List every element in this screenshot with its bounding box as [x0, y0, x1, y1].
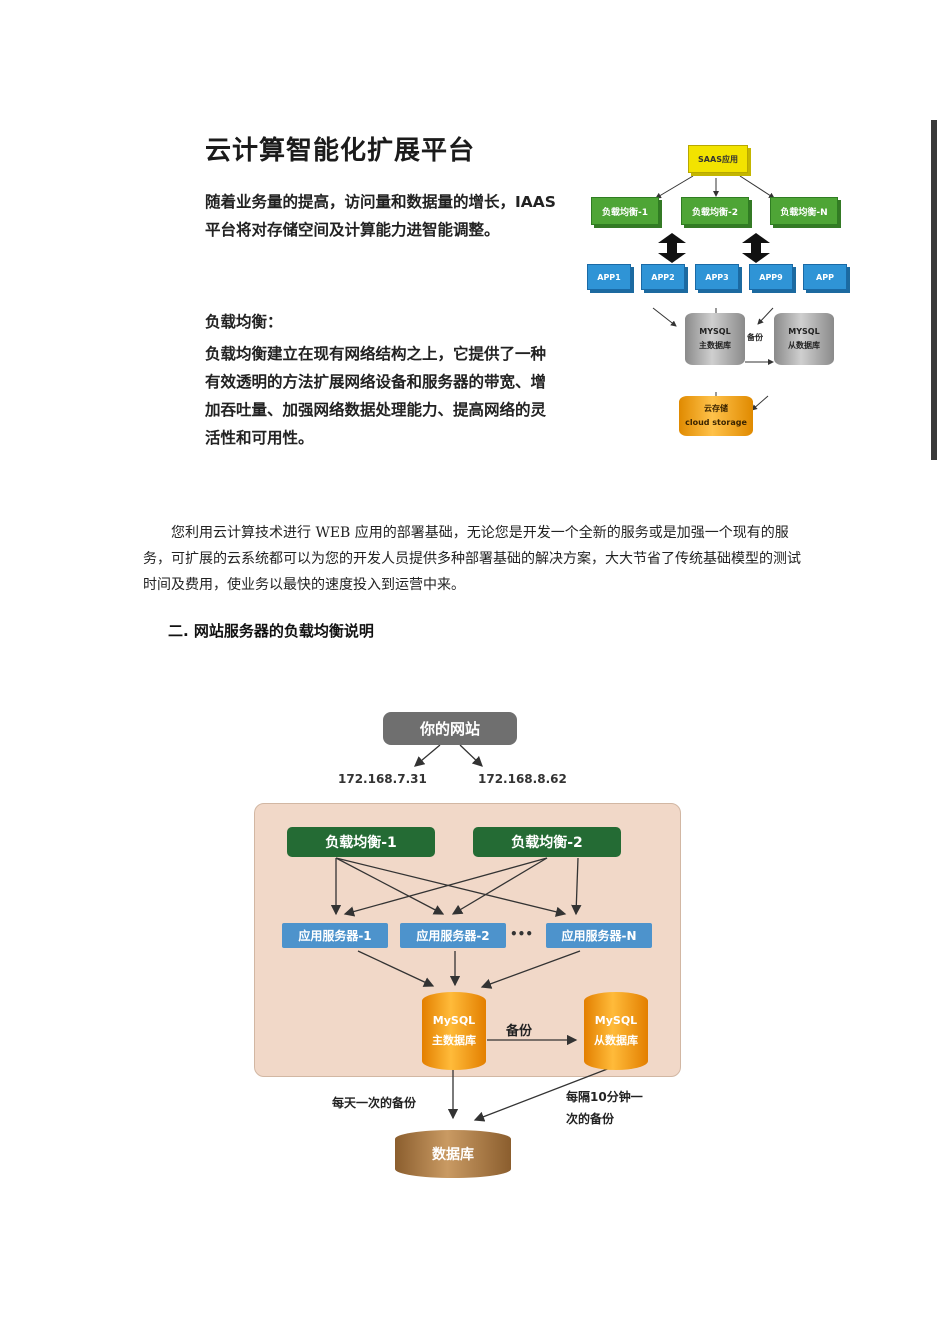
app-1-box: APP1 [587, 264, 631, 290]
mysql-master-role: 主数据库 [432, 1034, 476, 1047]
app-server-n: 应用服务器-N [546, 923, 652, 948]
app-3-box: APP3 [695, 264, 739, 290]
load-balance-description: 负载均衡建立在现有网络结构之上，它提供了一种有效透明的方法扩展网络设备和服务器的… [205, 345, 547, 447]
mysql-slave-name: MySQL [594, 1014, 638, 1027]
load-balance-figure: 你的网站 172.168.7.31 172.168.8.62 负载均衡-1 负载… [250, 708, 690, 1188]
ip-address-1: 172.168.7.31 [338, 772, 427, 786]
balancer-1-box: 负载均衡-1 [591, 197, 659, 225]
figure-title: 云计算智能化扩展平台 [205, 136, 476, 166]
backup-label: 备份 [747, 333, 763, 342]
load-balancer-2: 负载均衡-2 [473, 827, 621, 857]
interval-backup-label-line2: 次的备份 [566, 1112, 615, 1126]
database-cylinder: 数据库 [395, 1130, 511, 1178]
load-balance-heading: 负载均衡： [205, 313, 283, 331]
saas-app-box: SAAS应用 [688, 145, 748, 173]
app-server-1: 应用服务器-1 [282, 923, 388, 948]
daily-backup-label: 每天一次的备份 [332, 1096, 417, 1110]
figure-intro-text: 随着业务量的提高，访问量和数据量的增长，IAAS平台将对存储空间及计算能力进智能… [205, 193, 556, 239]
balancer-2-box: 负载均衡-2 [681, 197, 749, 225]
mysql-master-db: MySQL 主数据库 [422, 992, 486, 1070]
load-balance-arrows [330, 744, 611, 1122]
mysql-master-label: MYSQL [699, 327, 731, 336]
cloud-platform-figure: 云计算智能化扩展平台 随着业务量的提高，访问量和数据量的增长，IAAS平台将对存… [198, 118, 858, 458]
app-server-2: 应用服务器-2 [400, 923, 506, 948]
ellipsis-dots: ••• [510, 927, 534, 941]
body-paragraph: 您利用云计算技术进行 WEB 应用的部署基础，无论您是开发一个全新的服务或是加强… [143, 525, 801, 593]
section-heading: 二. 网站服务器的负载均衡说明 [168, 622, 374, 640]
mysql-slave-role: 从数据库 [594, 1034, 638, 1047]
ip-address-2: 172.168.8.62 [478, 772, 567, 786]
mysql-slave-label: MYSQL [788, 327, 820, 336]
app-2-box: APP2 [641, 264, 685, 290]
balancer-n-box: 负载均衡-N [770, 197, 838, 225]
mysql-master-cylinder: MYSQL 主数据库 [685, 313, 745, 365]
mysql-slave-cylinder: MYSQL 从数据库 [774, 313, 834, 365]
your-website-box: 你的网站 [383, 712, 517, 745]
mysql-slave-db: MySQL 从数据库 [584, 992, 648, 1070]
cloud-storage-label: 云存储 [704, 404, 728, 413]
cloud-storage-sub: cloud storage [685, 418, 747, 427]
app-box: APP [803, 264, 847, 290]
backup-label: 备份 [506, 1024, 533, 1039]
mysql-slave-sub: 从数据库 [788, 341, 820, 350]
load-balancer-1: 负载均衡-1 [287, 827, 435, 857]
mysql-master-sub: 主数据库 [699, 341, 731, 350]
cloud-storage-cylinder: 云存储 cloud storage [679, 396, 753, 436]
mysql-master-name: MySQL [432, 1014, 476, 1027]
interval-backup-label-line1: 每隔10分钟一 [566, 1090, 643, 1104]
page-edge-bar [931, 120, 937, 460]
app-9-box: APP9 [749, 264, 793, 290]
